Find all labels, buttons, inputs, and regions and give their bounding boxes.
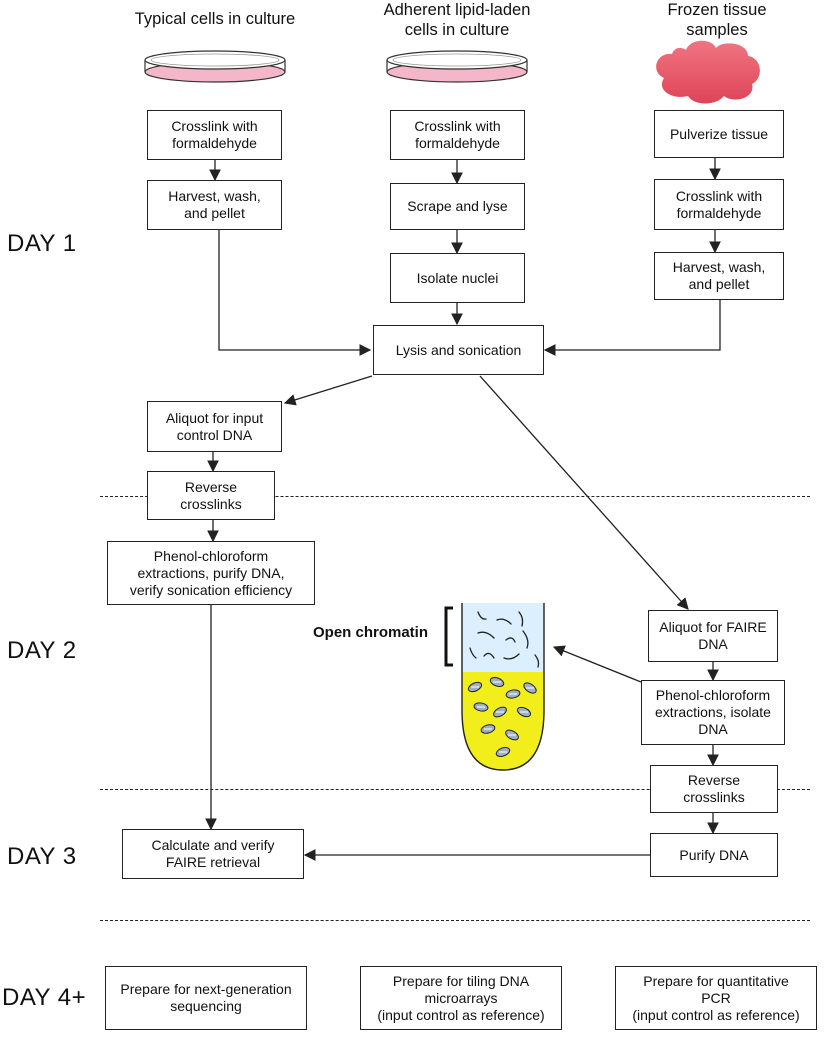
step-harvest-tissue: Harvest, wash, and pellet (654, 252, 784, 300)
step-crosslink-adherent: Crosslink with formaldehyde (390, 110, 525, 160)
source-adherent-cells: Adherent lipid-laden cells in culture (383, 1, 531, 39)
step-phenol-isolate: Phenol-chloroform extractions, isolate D… (641, 680, 785, 745)
step-prepare-qpcr: Prepare for quantitative PCR (input cont… (615, 966, 817, 1030)
step-aliquot-faire: Aliquot for FAIRE DNA (648, 610, 778, 662)
day-label: DAY 2 (7, 637, 77, 664)
sample-tube-icon (461, 603, 545, 771)
step-calculate-verify: Calculate and verify FAIRE retrieval (122, 829, 304, 879)
step-reverse-crosslinks-right: Reverse crosslinks (650, 765, 778, 813)
source-frozen-tissue: Frozen tissue samples (667, 1, 767, 39)
step-scrape-lyse: Scrape and lyse (390, 183, 525, 230)
step-aliquot-input: Aliquot for input control DNA (147, 401, 282, 452)
day-separator (100, 496, 810, 497)
step-phenol-purify: Phenol-chloroform extractions, purify DN… (107, 541, 315, 605)
day-label: DAY 3 (7, 843, 77, 870)
step-prepare-ngs: Prepare for next-generation sequencing (105, 966, 307, 1030)
step-pulverize-tissue: Pulverize tissue (654, 110, 784, 158)
open-chromatin-label: Open chromatin (313, 624, 429, 641)
step-purify-dna: Purify DNA (650, 833, 778, 877)
day-label: DAY 1 (7, 230, 77, 257)
step-isolate-nuclei: Isolate nuclei (390, 253, 525, 303)
tissue-sample-icon (656, 40, 760, 104)
open-chromatin-bracket (444, 606, 453, 667)
step-crosslink-typical: Crosslink with formaldehyde (147, 110, 282, 160)
petri-dish-icon (386, 50, 528, 83)
day-separator (100, 789, 810, 790)
step-reverse-crosslinks-left: Reverse crosslinks (147, 471, 275, 520)
day-separator (100, 920, 810, 921)
petri-dish-icon (144, 50, 286, 83)
step-harvest-typical: Harvest, wash, and pellet (147, 180, 282, 230)
source-typical-cells: Typical cells in culture (134, 10, 296, 28)
step-crosslink-tissue: Crosslink with formaldehyde (654, 179, 784, 230)
step-lysis-sonication: Lysis and sonication (373, 325, 544, 375)
step-prepare-tiling: Prepare for tiling DNA microarrays (inpu… (360, 966, 562, 1030)
day-label: DAY 4+ (2, 984, 87, 1011)
